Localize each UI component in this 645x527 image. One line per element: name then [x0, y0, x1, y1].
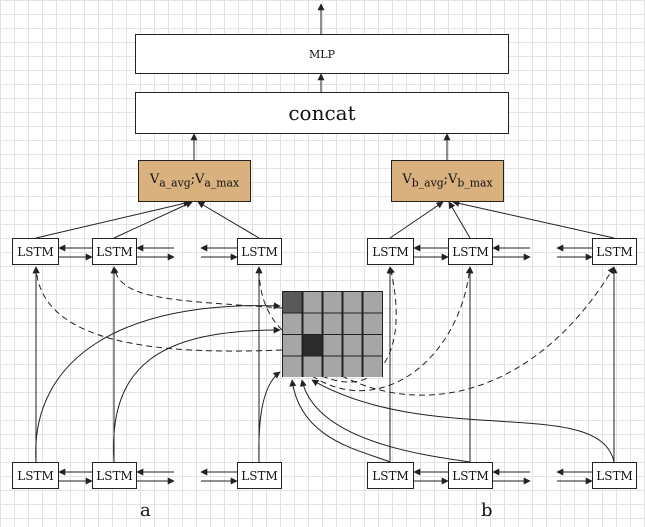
- matrix-cell: [362, 355, 383, 377]
- lstm-bottom-a-1: LSTM: [12, 462, 59, 489]
- alignment-matrix: [282, 291, 383, 377]
- concat-box: concat: [135, 92, 509, 134]
- lstm-top-b-3: LSTM: [592, 238, 637, 265]
- sentence-a-label: a: [140, 500, 151, 521]
- matrix-cell: [282, 291, 303, 314]
- matrix-cell: [302, 355, 323, 377]
- pool-b-1: [389, 201, 444, 239]
- matrix-cell: [322, 334, 343, 357]
- matrix-cell: [282, 355, 303, 377]
- matrix-cell: [302, 291, 323, 314]
- matrix-cell: [302, 312, 323, 335]
- matrix-cell: [342, 312, 363, 335]
- matrix-cell: [342, 355, 363, 377]
- matrix-cell: [282, 312, 303, 335]
- matrix-cell: [362, 312, 383, 335]
- pool-a-1: [35, 200, 191, 239]
- lstm-top-b-1: LSTM: [367, 238, 414, 265]
- matrix-cell: [362, 334, 383, 357]
- lstm-bottom-b-2: LSTM: [448, 462, 493, 489]
- matrix-cell: [362, 291, 383, 314]
- matrix-cell: [322, 355, 343, 377]
- pool-a-2: [113, 201, 193, 239]
- vector-b-box: Vb_avg;Vb_max: [391, 160, 504, 202]
- vector-b-label: Vb_avg;Vb_max: [402, 172, 493, 190]
- mlp-label: MLP: [309, 47, 335, 61]
- pool-a-3: [197, 201, 260, 239]
- lstm-bottom-b-3: LSTM: [592, 462, 637, 489]
- pool-b-3: [452, 199, 615, 239]
- mlp-box: MLP: [135, 34, 509, 74]
- concat-label: concat: [288, 101, 356, 125]
- lstm-bottom-b-1: LSTM: [367, 462, 414, 489]
- matrix-cell: [342, 334, 363, 357]
- lstm-top-a-1: LSTM: [12, 238, 59, 265]
- pool-b-2: [448, 201, 471, 239]
- vector-a-box: Va_avg;Va_max: [138, 160, 251, 202]
- lstm-bottom-a-3: LSTM: [237, 462, 282, 489]
- lstm-top-b-2: LSTM: [448, 238, 493, 265]
- sentence-b-label: b: [481, 500, 493, 521]
- matrix-cell: [322, 291, 343, 314]
- matrix-cell: [322, 312, 343, 335]
- lstm-bottom-a-2: LSTM: [92, 462, 137, 489]
- matrix-cell: [282, 334, 303, 357]
- matrix-cell: [302, 334, 323, 357]
- lstm-top-a-2: LSTM: [92, 238, 137, 265]
- vector-a-label: Va_avg;Va_max: [149, 172, 240, 190]
- matrix-cell: [342, 291, 363, 314]
- lstm-top-a-3: LSTM: [237, 238, 282, 265]
